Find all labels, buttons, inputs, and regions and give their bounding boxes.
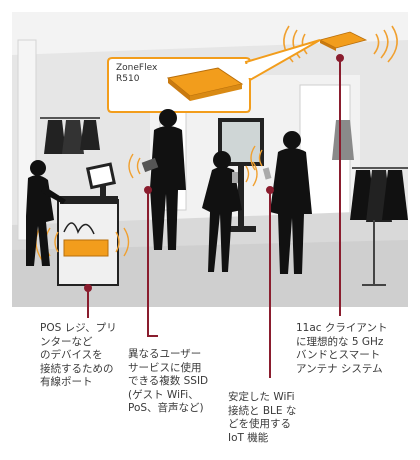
product-name-label: ZoneFlex R510 xyxy=(116,63,158,84)
wired-ports-label: POS レジ、プリ ンターなど のデバイスを 接続するための 有線ポート xyxy=(40,322,117,388)
access-point-icon xyxy=(166,67,244,101)
person-icon xyxy=(202,151,242,272)
clothing-rack-icon xyxy=(332,120,408,286)
dual-band-label: 11ac クライアント に理想的な 5 GHz バンドとスマート アンテナ シス… xyxy=(296,322,388,375)
clothing-rack-icon xyxy=(40,117,100,154)
person-icon xyxy=(26,160,66,266)
wifi-wave-icon xyxy=(250,145,263,171)
person-icon xyxy=(141,109,186,250)
pos-kiosk-icon xyxy=(57,162,119,286)
multiple-ssid-label: 異なるユーザー サービスに使用 できる複数 SSID (ゲスト WiFi、 Po… xyxy=(128,348,209,414)
iot-capability-label: 安定した WiFi 接続と BLE な どを使用する IoT 機能 xyxy=(228,391,297,444)
ceiling xyxy=(12,12,408,55)
wifi-wave-icon xyxy=(128,153,141,179)
callout-pointer-mask xyxy=(244,64,252,78)
person-icon xyxy=(262,131,312,274)
access-point-icon xyxy=(318,31,368,51)
wifi-wave-icon xyxy=(283,25,398,63)
callout-connectors xyxy=(84,54,344,378)
wifi-wave-icon xyxy=(245,161,258,187)
